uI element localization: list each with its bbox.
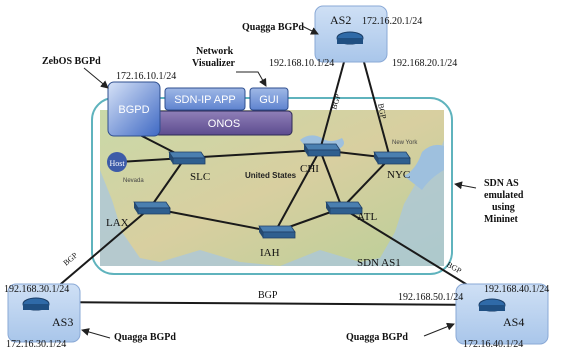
us-map-coast xyxy=(100,140,444,266)
bgpd-label: BGPD xyxy=(118,104,149,116)
as2-quagga-label: Quagga BGPd xyxy=(242,22,304,33)
as2-node: AS2 xyxy=(314,5,388,63)
link-as3-as4 xyxy=(41,301,493,306)
as4-ip-a: 192.168.40.1/24 xyxy=(484,284,549,295)
gui-label: GUI xyxy=(259,94,279,106)
as3-ip-a: 192.168.30.1/24 xyxy=(4,284,69,295)
as4-box xyxy=(455,283,549,345)
as2-ip-b: 192.168.10.1/24 xyxy=(269,58,334,69)
sdn-as1-label: SDN AS1 xyxy=(357,257,401,269)
map-label-nevada: Nevada xyxy=(123,178,144,184)
as3-label: AS3 xyxy=(52,315,73,329)
northeast-coast xyxy=(404,144,444,190)
zebos-label: ZebOS BGPd xyxy=(42,56,101,67)
link-slc-chi xyxy=(184,149,321,159)
link-chi-atl xyxy=(319,149,343,209)
as3-quagga-arrow xyxy=(81,328,111,339)
atl-label: ATL xyxy=(357,211,377,223)
as2-ip-a: 172.16.20.1/24 xyxy=(362,16,422,27)
sdn-as-note-line3: using xyxy=(492,202,515,213)
as4-label: AS4 xyxy=(503,315,524,329)
host-circle xyxy=(107,152,127,172)
link-slc-lax xyxy=(149,157,186,209)
switch-atl-icon xyxy=(325,201,363,215)
host-label: Host xyxy=(109,159,125,168)
gui-box xyxy=(249,87,289,111)
as3-box xyxy=(7,283,81,343)
switch-chi-icon xyxy=(303,143,341,157)
lax-label: LAX xyxy=(106,217,129,229)
us-map xyxy=(100,110,444,266)
bgp-label-nyc-as2: BGP xyxy=(376,103,388,121)
bgp-label-as3-as4: BGP xyxy=(258,290,278,301)
nv-arrow xyxy=(236,71,267,87)
bgpd-ip-label: 172.16.10.1/24 xyxy=(116,71,176,82)
sdn-as-note-arrow xyxy=(454,181,477,190)
link-atl-nyc xyxy=(341,157,391,209)
link-iah-chi xyxy=(274,149,321,233)
iah-label: IAH xyxy=(260,247,280,259)
as4-node: AS4 xyxy=(455,283,549,345)
sdnip-app-box xyxy=(164,87,246,111)
chi-label: CHI xyxy=(300,163,319,175)
bgpd-box xyxy=(107,81,161,137)
as3-quagga-label: Quagga BGPd xyxy=(114,332,176,343)
nyc-label: NYC xyxy=(387,169,410,181)
nv-label-line2: Visualizer xyxy=(192,58,236,69)
sdn-as-note-line1: SDN AS xyxy=(484,178,519,189)
as4-quagga-label: Quagga BGPd xyxy=(346,332,408,343)
sdnip-app-label: SDN-IP APP xyxy=(174,94,236,106)
onos-block: ONOS SDN-IP APP GUI xyxy=(154,87,293,136)
bgp-label-lax-as3: BGP xyxy=(62,250,80,267)
as3-ip-b: 172.16.30.1/24 xyxy=(6,339,66,350)
switches xyxy=(133,143,411,239)
as2-label: AS2 xyxy=(330,13,351,27)
as4-ip-b: 172.16.40.1/24 xyxy=(463,339,523,350)
as2-quagga-arrow xyxy=(301,25,319,35)
map-label-united-states: United States xyxy=(245,171,297,180)
host-node: Host xyxy=(107,152,127,172)
sdn-as-emulated-note: SDN AS emulated using Mininet xyxy=(484,178,524,225)
slc-label: SLC xyxy=(190,171,210,183)
map-label-new-york: New York xyxy=(392,140,418,146)
link-lax-iah xyxy=(149,207,276,233)
switch-labels: SLC CHI NYC LAX IAH ATL xyxy=(106,163,410,259)
onos-label: ONOS xyxy=(208,118,240,130)
sdn-as-region xyxy=(91,97,453,275)
switch-slc-icon xyxy=(168,151,206,165)
as3-node: AS3 xyxy=(7,283,81,343)
as4-quagga-arrow xyxy=(423,322,455,337)
sdn-as-note-line2: emulated xyxy=(484,190,524,201)
switch-iah-icon xyxy=(258,225,296,239)
zebos-arrow xyxy=(83,67,109,89)
sdn-as-note-line4: Mininet xyxy=(484,214,519,225)
as2-ip-c: 192.168.20.1/24 xyxy=(392,58,457,69)
switch-nyc-icon xyxy=(373,151,411,165)
switch-lax-icon xyxy=(133,201,171,215)
nv-label-line1: Network xyxy=(196,46,234,57)
zebos-bgpd: BGPD xyxy=(107,81,161,137)
as4-ip-c: 192.168.50.1/24 xyxy=(398,292,463,303)
